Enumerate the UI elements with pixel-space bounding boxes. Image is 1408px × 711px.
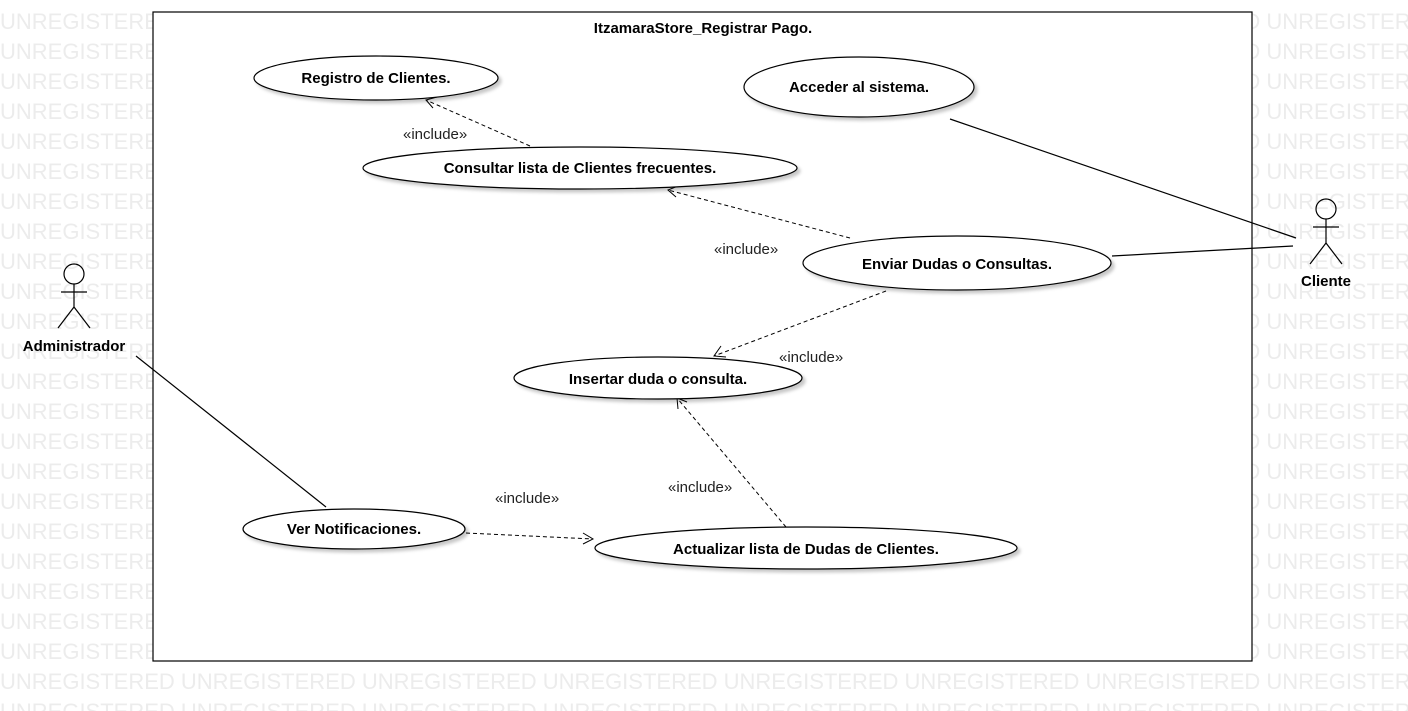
use-case-acceder-sistema[interactable]: Acceder al sistema. xyxy=(743,56,975,118)
use-case-actualizar-lista[interactable]: Actualizar lista de Dudas de Clientes. xyxy=(594,526,1018,570)
include-label: «include» xyxy=(668,479,732,496)
use-case-label: Consultar lista de Clientes frecuentes. xyxy=(444,160,717,177)
include-label: «include» xyxy=(714,241,778,258)
association-cliente-acceder xyxy=(949,118,1297,239)
use-case-label: Enviar Dudas o Consultas. xyxy=(862,256,1052,273)
include-enviar-insertar xyxy=(713,290,887,358)
use-case-enviar-dudas[interactable]: Enviar Dudas o Consultas. xyxy=(802,235,1112,291)
actor-cliente[interactable] xyxy=(1309,198,1343,265)
actor-administrador-label: Administrador xyxy=(23,338,126,355)
actor-head-icon xyxy=(63,263,85,285)
use-case-label: Actualizar lista de Dudas de Clientes. xyxy=(673,541,939,558)
system-title: ItzamaraStore_Registrar Pago. xyxy=(594,20,812,37)
include-label: «include» xyxy=(403,126,467,143)
actor-cliente-label: Cliente xyxy=(1301,273,1351,290)
association-cliente-enviar xyxy=(1111,245,1294,257)
use-case-registro-clientes[interactable]: Registro de Clientes. xyxy=(253,55,499,101)
watermark-line: UNREGISTERED UNREGISTERED UNREGISTERED U… xyxy=(0,701,1408,711)
actor-administrador[interactable] xyxy=(57,263,91,329)
use-case-consultar-lista[interactable]: Consultar lista de Clientes frecuentes. xyxy=(362,146,798,190)
use-case-label: Acceder al sistema. xyxy=(789,79,929,96)
watermark-line: UNREGISTERED UNREGISTERED UNREGISTERED U… xyxy=(0,669,1408,694)
include-notificaciones-actualizar xyxy=(465,532,595,545)
actor-head-icon xyxy=(1315,198,1337,220)
use-case-label: Ver Notificaciones. xyxy=(287,521,421,538)
use-case-insertar-duda[interactable]: Insertar duda o consulta. xyxy=(513,356,803,400)
use-case-label: Registro de Clientes. xyxy=(301,70,450,87)
use-case-ver-notificaciones[interactable]: Ver Notificaciones. xyxy=(242,508,466,550)
association-administrador-notificaciones xyxy=(135,355,327,508)
include-label: «include» xyxy=(495,490,559,507)
use-case-label: Insertar duda o consulta. xyxy=(569,371,747,388)
include-label: «include» xyxy=(779,349,843,366)
